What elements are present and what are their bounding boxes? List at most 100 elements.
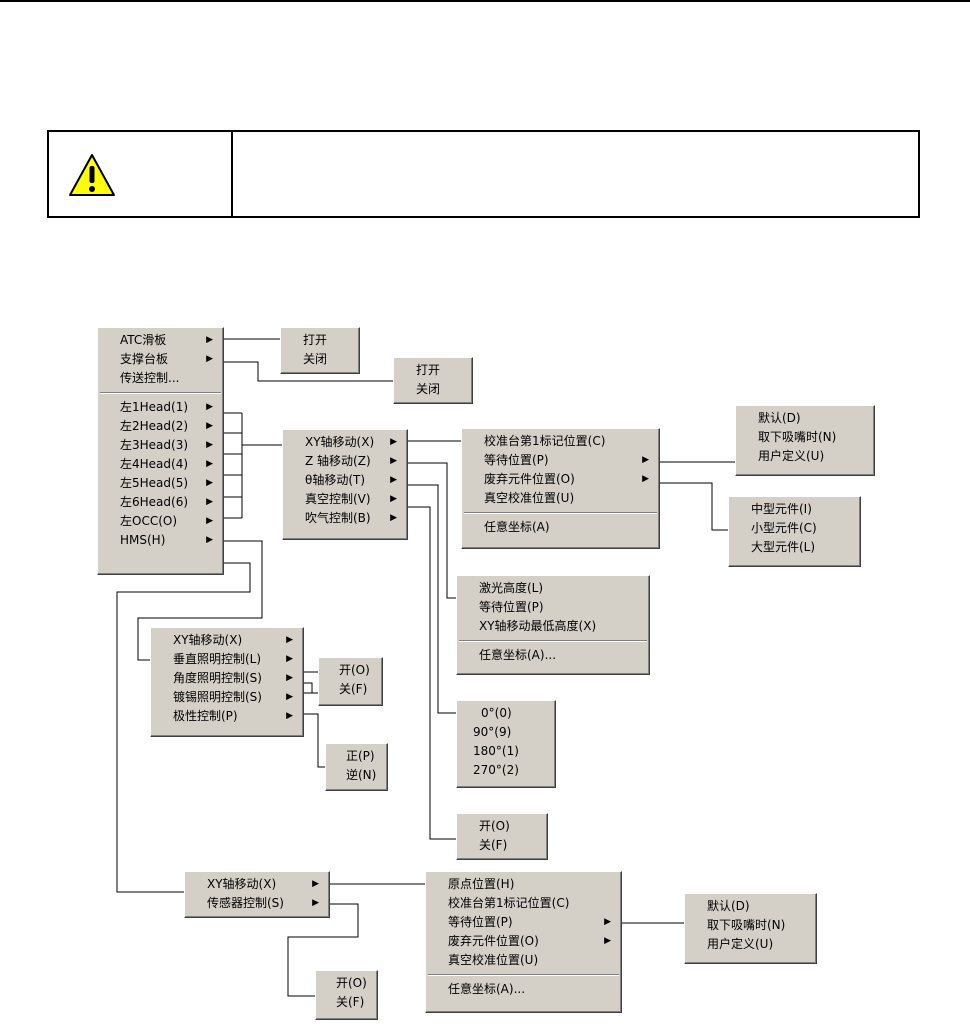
submenu-arrow-icon: ▶ xyxy=(286,711,293,721)
atc-submenu: 打开 关闭 xyxy=(280,327,360,374)
submenu-arrow-icon: ▶ xyxy=(206,440,213,450)
submenu-arrow-icon: ▶ xyxy=(206,335,213,345)
menu-item-positive[interactable]: 正(P) xyxy=(346,749,375,763)
submenu-arrow-icon: ▶ xyxy=(206,535,213,545)
submenu-arrow-icon: ▶ xyxy=(390,494,397,504)
menu-item-angle-0[interactable]: 0°(0) xyxy=(481,706,512,720)
xy-move-submenu: 校准台第1标记位置(C) 等待位置(P)▶ 废弃元件位置(O)▶ 真空校准位置(… xyxy=(461,428,660,549)
menu-item-angle-270[interactable]: 270°(2) xyxy=(473,763,519,777)
vacuum-submenu: 开(O) 关(F) xyxy=(456,813,548,860)
menu-item-off[interactable]: 关(F) xyxy=(336,995,365,1009)
menu-item-left-occ[interactable]: 左OCC(O)▶ xyxy=(98,512,223,531)
menu-item-close[interactable]: 关闭 xyxy=(303,352,328,366)
submenu-arrow-icon: ▶ xyxy=(312,879,319,889)
menu-item-head1[interactable]: 左1Head(1)▶ xyxy=(98,398,223,417)
menu-item-large-part[interactable]: 大型元件(L) xyxy=(751,540,816,554)
menu-item-wait-pos[interactable]: 等待位置(P) xyxy=(479,600,544,614)
warning-triangle-icon xyxy=(69,154,115,196)
menu-item-open[interactable]: 打开 xyxy=(303,333,328,347)
menu-item-discard-pos[interactable]: 废弃元件位置(O)▶ xyxy=(462,470,659,489)
submenu-arrow-icon: ▶ xyxy=(286,635,293,645)
submenu-arrow-icon: ▶ xyxy=(604,936,611,946)
menu-item-user-defined[interactable]: 用户定义(U) xyxy=(707,937,774,951)
submenu-arrow-icon: ▶ xyxy=(206,478,213,488)
menu-item-origin-pos[interactable]: 原点位置(H) xyxy=(448,877,515,891)
menu-item-transfer-control[interactable]: 传送控制... xyxy=(120,371,180,385)
menu-item-angle-180[interactable]: 180°(1) xyxy=(473,744,519,758)
submenu-arrow-icon: ▶ xyxy=(206,354,213,364)
menu-item-discard-pos[interactable]: 废弃元件位置(O)▶ xyxy=(426,932,621,951)
submenu-arrow-icon: ▶ xyxy=(206,402,213,412)
menu-item-vacuum-calib-pos[interactable]: 真空校准位置(U) xyxy=(484,491,575,505)
menu-item-wait-pos[interactable]: 等待位置(P)▶ xyxy=(426,913,621,932)
menu-item-xy-move[interactable]: XY轴移动(X)▶ xyxy=(151,631,303,650)
hms-wait-pos-submenu: 默认(D) 取下吸嘴时(N) 用户定义(U) xyxy=(684,893,817,964)
menu-item-remove-nozzle[interactable]: 取下吸嘴时(N) xyxy=(758,430,837,444)
menu-item-blow-control[interactable]: 吹气控制(B)▶ xyxy=(283,509,407,528)
menu-item-support-plate[interactable]: 支撑台板▶ xyxy=(98,350,223,369)
menu-item-medium-part[interactable]: 中型元件(I) xyxy=(751,502,812,516)
menu-item-xy-move[interactable]: XY轴移动(X)▶ xyxy=(185,875,329,894)
menu-item-solder-light[interactable]: 镀锡照明控制(S)▶ xyxy=(151,688,303,707)
menu-item-user-defined[interactable]: 用户定义(U) xyxy=(758,449,825,463)
menu-item-head6[interactable]: 左6Head(6)▶ xyxy=(98,493,223,512)
menu-item-calib-mark-pos[interactable]: 校准台第1标记位置(C) xyxy=(448,896,570,910)
menu-item-hms[interactable]: HMS(H)▶ xyxy=(98,531,223,550)
submenu-arrow-icon: ▶ xyxy=(312,898,319,908)
hms-xy-move-submenu: 原点位置(H) 校准台第1标记位置(C) 等待位置(P)▶ 废弃元件位置(O)▶… xyxy=(425,871,622,1013)
menu-item-angle-light[interactable]: 角度照明控制(S)▶ xyxy=(151,669,303,688)
menu-item-atc-slide[interactable]: ATC滑板▶ xyxy=(98,331,223,350)
wait-pos-submenu: 默认(D) 取下吸嘴时(N) 用户定义(U) xyxy=(735,405,875,476)
submenu-arrow-icon: ▶ xyxy=(286,654,293,664)
menu-item-off[interactable]: 关(F) xyxy=(339,682,368,696)
menu-item-vertical-light[interactable]: 垂直照明控制(L)▶ xyxy=(151,650,303,669)
menu-item-calib-mark-pos[interactable]: 校准台第1标记位置(C) xyxy=(484,434,606,448)
menu-item-angle-90[interactable]: 90°(9) xyxy=(473,725,512,739)
menu-item-xy-move[interactable]: XY轴移动(X)▶ xyxy=(283,433,407,452)
submenu-arrow-icon: ▶ xyxy=(390,456,397,466)
menu-item-on[interactable]: 开(O) xyxy=(339,663,370,677)
submenu-arrow-icon: ▶ xyxy=(642,455,649,465)
menu-item-head2[interactable]: 左2Head(2)▶ xyxy=(98,417,223,436)
menu-item-on[interactable]: 开(O) xyxy=(336,976,367,990)
menu-item-remove-nozzle[interactable]: 取下吸嘴时(N) xyxy=(707,918,786,932)
menu-item-laser-height[interactable]: 激光高度(L) xyxy=(479,581,544,595)
submenu-arrow-icon: ▶ xyxy=(286,673,293,683)
submenu-arrow-icon: ▶ xyxy=(390,513,397,523)
menu-item-any-coord[interactable]: 任意坐标(A)... xyxy=(479,648,557,662)
warning-box xyxy=(47,130,920,218)
menu-item-vacuum-control[interactable]: 真空控制(V)▶ xyxy=(283,490,407,509)
menu-item-vacuum-calib-pos[interactable]: 真空校准位置(U) xyxy=(448,953,539,967)
support-plate-submenu: 打开 关闭 xyxy=(393,357,473,404)
menu-item-theta-move[interactable]: θ轴移动(T)▶ xyxy=(283,471,407,490)
menu-item-small-part[interactable]: 小型元件(C) xyxy=(751,521,817,535)
menu-item-any-coord[interactable]: 任意坐标(A) xyxy=(484,520,550,534)
menu-item-reverse[interactable]: 逆(N) xyxy=(346,768,377,782)
submenu-arrow-icon: ▶ xyxy=(206,516,213,526)
menu-item-default[interactable]: 默认(D) xyxy=(707,899,750,913)
menu-item-head5[interactable]: 左5Head(5)▶ xyxy=(98,474,223,493)
submenu-arrow-icon: ▶ xyxy=(604,917,611,927)
top-rule xyxy=(0,0,970,2)
submenu-arrow-icon: ▶ xyxy=(206,459,213,469)
menu-item-z-move[interactable]: Z 轴移动(Z)▶ xyxy=(283,452,407,471)
menu-item-xy-min-height[interactable]: XY轴移动最低高度(X) xyxy=(479,619,597,633)
menu-item-close[interactable]: 关闭 xyxy=(416,382,441,396)
menu-item-open[interactable]: 打开 xyxy=(416,363,441,377)
menu-item-any-coord[interactable]: 任意坐标(A)... xyxy=(448,982,526,996)
menu-item-polarity-control[interactable]: 极性控制(P)▶ xyxy=(151,707,303,726)
menu-item-head3[interactable]: 左3Head(3)▶ xyxy=(98,436,223,455)
menu-item-head4[interactable]: 左4Head(4)▶ xyxy=(98,455,223,474)
submenu-arrow-icon: ▶ xyxy=(642,474,649,484)
polarity-submenu: 正(P) 逆(N) xyxy=(325,743,388,791)
submenu-arrow-icon: ▶ xyxy=(206,421,213,431)
menu-item-wait-pos[interactable]: 等待位置(P)▶ xyxy=(462,451,659,470)
menu-item-on[interactable]: 开(O) xyxy=(479,819,510,833)
warning-divider xyxy=(231,132,233,216)
menu-item-default[interactable]: 默认(D) xyxy=(758,411,801,425)
submenu-arrow-icon: ▶ xyxy=(286,692,293,702)
menu-item-off[interactable]: 关(F) xyxy=(479,838,508,852)
occ-submenu: XY轴移动(X)▶ 垂直照明控制(L)▶ 角度照明控制(S)▶ 镀锡照明控制(S… xyxy=(150,627,304,737)
menu-item-sensor-control[interactable]: 传感器控制(S)▶ xyxy=(185,894,329,913)
submenu-arrow-icon: ▶ xyxy=(390,437,397,447)
